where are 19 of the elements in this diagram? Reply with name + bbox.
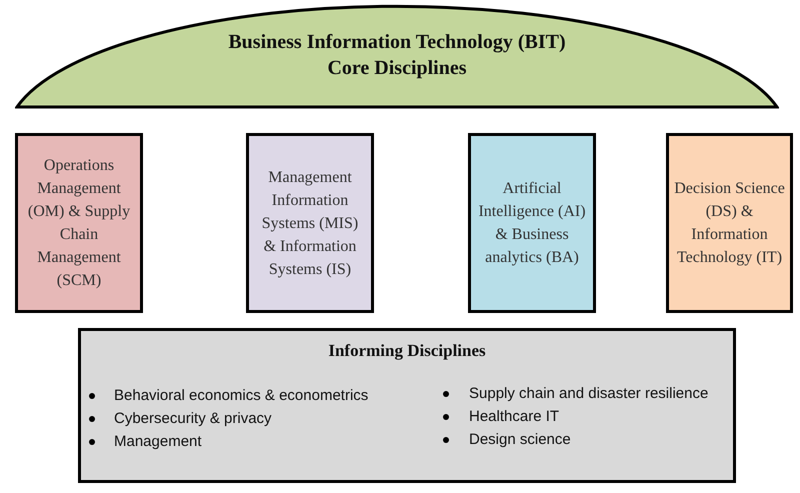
discipline-box: [468, 133, 596, 313]
list-item: Healthcare IT: [469, 407, 560, 427]
discipline-name: Management Information Systems (MIS) & Information Systems (IS): [260, 168, 360, 280]
discipline-box: [666, 133, 793, 313]
informing-panel: [78, 328, 736, 483]
subtitle-text: Core Disciplines: [327, 56, 467, 80]
list-item: Design science: [469, 430, 571, 450]
discipline-name: Operations Management (OM) & Supply Chain Management (SCM): [26, 156, 132, 291]
list-item: Supply chain and disaster resilience: [469, 384, 708, 404]
section-heading: Informing Disciplines: [328, 340, 486, 362]
discipline-name: Decision Science (DS) & Information Technology (IT): [673, 179, 786, 268]
title-text: Business Information Technology (BIT): [228, 30, 566, 54]
dome-shape: [15, 3, 779, 109]
list-item: Management: [114, 432, 202, 452]
discipline-box: [15, 133, 143, 313]
discipline-name: Artificial Intelligence (AI) & Business analytics (BA): [477, 179, 587, 268]
list-item: Cybersecurity & privacy: [114, 409, 272, 429]
list-item: Behavioral economics & econometrics: [114, 386, 368, 406]
discipline-box: [246, 133, 374, 313]
